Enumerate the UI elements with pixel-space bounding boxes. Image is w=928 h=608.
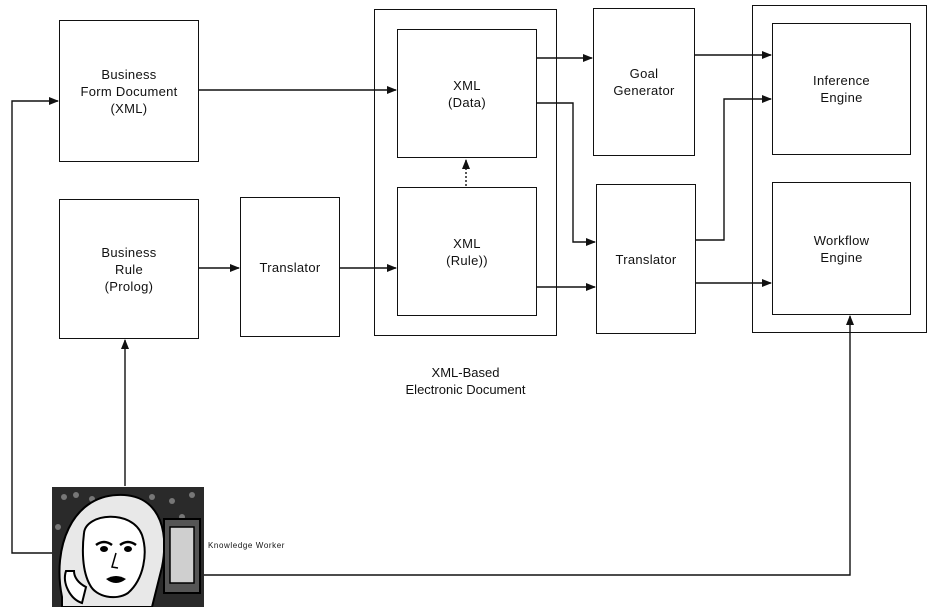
knowledge-worker-icon — [52, 487, 204, 607]
edge-xml-data-to-translator — [537, 103, 595, 242]
edge-worker-to-form — [12, 101, 58, 553]
edge-worker-to-workflow — [204, 316, 850, 575]
edge-translator-to-inference — [696, 99, 771, 240]
knowledge-worker-label: Knowledge Worker — [208, 541, 285, 550]
